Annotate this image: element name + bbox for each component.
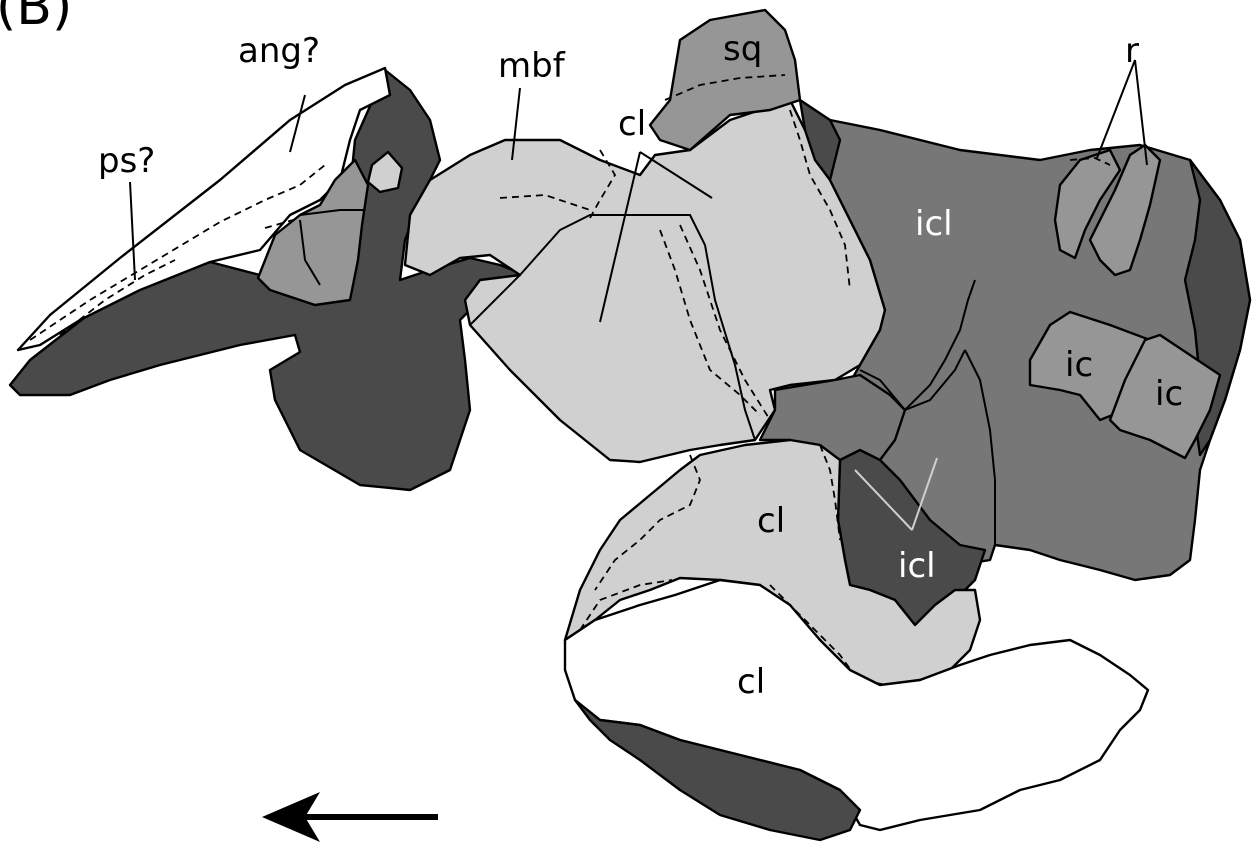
label-icl-lower: icl bbox=[898, 546, 936, 586]
label-ang: ang? bbox=[238, 31, 320, 71]
direction-arrow bbox=[262, 792, 438, 842]
label-sq: sq bbox=[723, 29, 762, 69]
panel-label: (B) bbox=[0, 0, 72, 37]
label-r: r bbox=[1125, 31, 1139, 71]
label-cl-mid: cl bbox=[757, 501, 785, 541]
label-cl-top: cl bbox=[618, 104, 646, 144]
label-ic-left: ic bbox=[1065, 345, 1093, 385]
label-ps: ps? bbox=[98, 141, 155, 181]
label-icl-upper: icl bbox=[915, 204, 953, 244]
leader-r-a bbox=[1097, 60, 1135, 158]
label-mbf: mbf bbox=[498, 46, 566, 86]
label-cl-bottom: cl bbox=[737, 662, 765, 702]
label-ic-right: ic bbox=[1155, 374, 1183, 414]
